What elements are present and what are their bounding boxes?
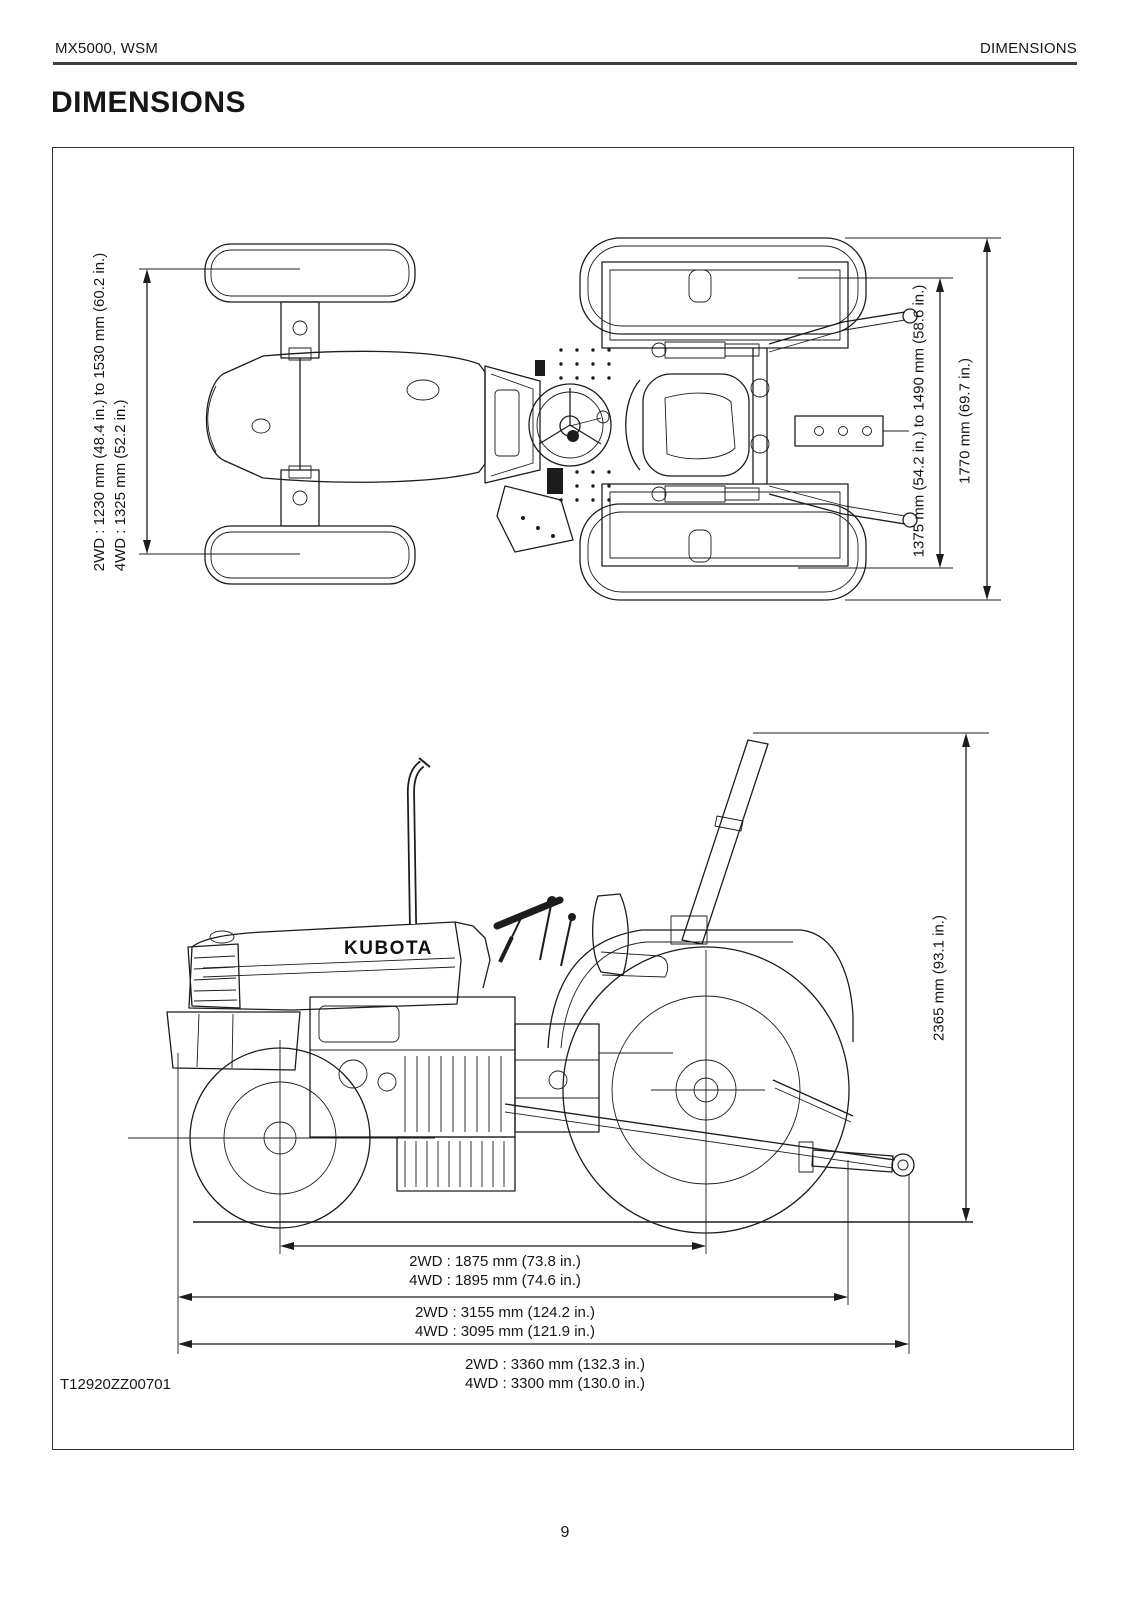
front-tread-4wd-text: 4WD : 1325 mm (52.2 in.) (112, 399, 129, 572)
brand-logo: KUBOTA (344, 938, 433, 959)
header-section-text: DIMENSIONS (979, 40, 1077, 57)
dimensions-figure: KUBOTA (52, 147, 1074, 1450)
page-title: DIMENSIONS (51, 86, 247, 119)
figure-code: T12920ZZ00701 (60, 1376, 171, 1393)
rear-tread-label: 1375 mm (54.2 in.) to 1490 mm (58.6 in.) (910, 284, 928, 558)
front-tread-2wd-text: 2WD : 1230 mm (48.4 in.) to 1530 mm (60.… (91, 252, 108, 572)
tractor-drawing: KUBOTA (128, 237, 1001, 1354)
page-number: 9 (560, 1524, 570, 1541)
steering-wheel-plan (528, 383, 612, 467)
side-view-drawing: KUBOTA (128, 739, 973, 1254)
wheelbase-2wd-text: 2WD : 1875 mm (73.8 in.) (409, 1253, 581, 1270)
overall-height-label: 2365 mm (93.1 in.) (930, 915, 948, 1041)
overall-length-label: 2WD : 3360 mm (132.3 in.) 4WD : 3300 mm … (465, 1355, 645, 1393)
wheelbase-4wd-text: 4WD : 1895 mm (74.6 in.) (409, 1272, 581, 1289)
overall-width-label: 1770 mm (69.7 in.) (956, 358, 974, 484)
length-to-hitch-2wd-text: 2WD : 3155 mm (124.2 in.) (414, 1304, 596, 1321)
header-model-text: MX5000, WSM (55, 40, 159, 57)
top-view-drawing (204, 237, 918, 601)
header-rule (53, 62, 1077, 65)
overall-length-2wd-text: 2WD : 3360 mm (132.3 in.) (464, 1356, 646, 1373)
dimension-arrows (139, 237, 1001, 1354)
wheelbase-label: 2WD : 1875 mm (73.8 in.) 4WD : 1895 mm (… (409, 1252, 581, 1290)
length-to-hitch-label: 2WD : 3155 mm (124.2 in.) 4WD : 3095 mm … (415, 1303, 595, 1341)
overall-length-4wd-text: 4WD : 3300 mm (130.0 in.) (464, 1375, 646, 1392)
front-tread-label: 2WD : 1230 mm (48.4 in.) to 1530 mm (60.… (89, 253, 131, 571)
length-to-hitch-4wd-text: 4WD : 3095 mm (121.9 in.) (414, 1323, 596, 1340)
seat-plan (625, 373, 750, 477)
